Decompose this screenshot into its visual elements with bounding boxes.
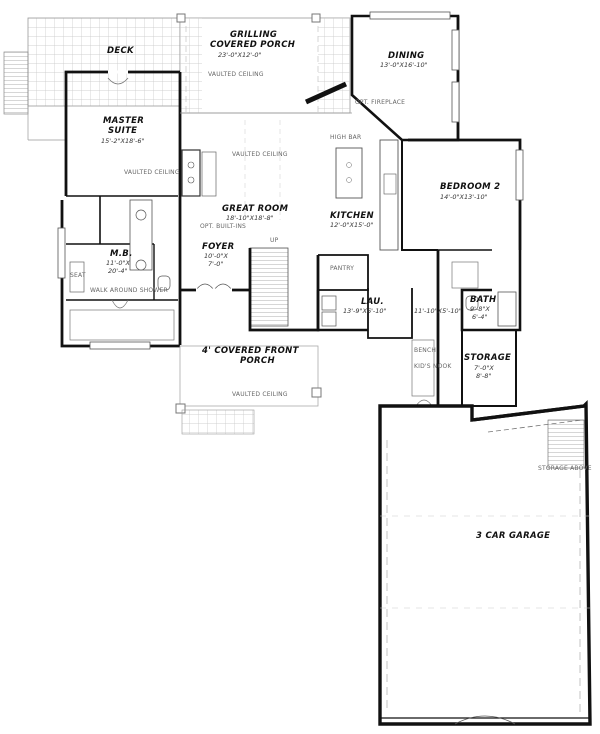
great-room-fireplace [181, 149, 201, 197]
storage-walls [461, 330, 517, 407]
dining-window [451, 29, 460, 71]
storage-dims-line2: 8'-8" [476, 372, 492, 380]
dining-label: DINING [388, 51, 425, 61]
front-steps [181, 409, 255, 435]
garage-door-arc [454, 715, 516, 725]
dining-window [369, 11, 451, 20]
master-bath-label: M.B. [110, 249, 133, 259]
interior-stair [249, 247, 289, 327]
kids-nook-note: KID'S NOOK [414, 363, 452, 370]
vaulted-ceiling-note: VAULTED CEILING [208, 71, 264, 78]
porch-post [175, 403, 186, 414]
high-bar-note: HIGH BAR [330, 134, 362, 141]
bath-dims-line2: 6'-4" [472, 313, 488, 321]
seat-note: SEAT [70, 272, 86, 279]
master-bath-dims-line2: 20'-4" [108, 267, 128, 275]
storage-label: STORAGE [464, 353, 512, 363]
dining-dims: 13'-0"X16'-10" [380, 61, 428, 69]
closet [451, 261, 479, 289]
garage-label: 3 CAR GARAGE [476, 531, 551, 541]
front-porch-area [179, 345, 319, 407]
builtin [201, 151, 217, 197]
bench-note: BENCH [414, 347, 437, 354]
bedroom2-walls [408, 138, 522, 250]
toilet [465, 295, 479, 311]
master-bath-dims-line1: 11'-0"X [106, 259, 130, 267]
great-room-label: GREAT ROOM [222, 204, 289, 214]
dining-walls [350, 14, 460, 142]
porch-post [176, 13, 186, 23]
bedroom2-label: BEDROOM 2 [440, 182, 501, 192]
window [57, 227, 66, 279]
garage-stairs [547, 419, 585, 469]
laundry-label: LAU. [361, 297, 384, 307]
sink [135, 259, 147, 271]
closet-shelf [69, 309, 175, 341]
kitchen-island [335, 147, 363, 199]
porch-grid-right [318, 18, 350, 113]
bath-dims-line1: 9'-8"X [470, 305, 490, 313]
porch-grid-left [180, 18, 202, 113]
stair-up-note: UP [270, 237, 279, 244]
vaulted-ceiling-note: VAULTED CEILING [232, 151, 288, 158]
hall-dims: 11'-10"X5'-10" [414, 307, 462, 315]
vaulted-ceiling-note: VAULTED CEILING [232, 391, 288, 398]
toilet [157, 275, 171, 291]
bench [411, 339, 435, 397]
grilling-porch-dims: 23'-0"X12'-0" [218, 51, 262, 59]
foyer-dims-line1: 10'-0"X [204, 252, 228, 260]
kitchen-label: KITCHEN [330, 211, 374, 221]
pantry-note: PANTRY [330, 265, 355, 272]
laundry-dims: 13'-9"X6'-10" [343, 307, 387, 315]
sink [135, 209, 147, 221]
bedroom2-dims: 14'-0"X13'-10" [440, 193, 488, 201]
front-porch-name-line2: PORCH [240, 356, 275, 366]
grilling-porch-name-line2: COVERED PORCH [210, 40, 296, 50]
storage-dims-line1: 7'-0"X [474, 364, 494, 372]
opt-builtins-note: OPT. BUILT-INS [200, 223, 247, 230]
garage-walls [378, 399, 592, 726]
front-porch-name-line1: 4' COVERED FRONT [202, 346, 299, 356]
garage-door-swing [415, 399, 433, 407]
master-suite-name-line1: MASTER [103, 116, 145, 126]
deck-stairs [3, 51, 29, 115]
tub [497, 291, 517, 327]
bath-label: BATH [470, 295, 497, 305]
master-suite-dims: 15'-2"X18'-6" [101, 137, 145, 145]
foyer-dims-line2: 7'-0" [208, 260, 224, 268]
storage-above-note: STORAGE ABOVE [538, 465, 592, 472]
washer [321, 295, 337, 311]
kitchen-dims: 12'-0"X15'-0" [330, 221, 374, 229]
porch-post [311, 13, 321, 23]
master-door [107, 77, 129, 85]
pantry-walls [318, 254, 369, 291]
foyer-label: FOYER [202, 242, 235, 252]
dryer [321, 311, 337, 327]
shower-seat [69, 261, 85, 293]
deck-label: DECK [107, 46, 134, 56]
walk-around-shower-note: WALK AROUND SHOWER [90, 287, 168, 294]
grilling-porch-name-line1: GRILLING [230, 30, 278, 40]
dining-window [451, 81, 460, 123]
vaulted-ceiling-note: VAULTED CEILING [124, 169, 180, 176]
deck-area [27, 17, 181, 107]
opt-fireplace-note: OPT. FIREPLACE [355, 99, 406, 106]
porch-post [311, 387, 322, 398]
master-suite-walls [64, 70, 180, 196]
fireplace [304, 81, 348, 105]
window [515, 149, 524, 201]
kitchen-counter [379, 139, 399, 251]
great-room-dims: 18'-10"X18'-8" [226, 214, 274, 222]
master-suite-name-line2: SUITE [108, 126, 138, 136]
range [383, 173, 397, 195]
window [89, 341, 151, 350]
laundry-walls [316, 290, 368, 332]
